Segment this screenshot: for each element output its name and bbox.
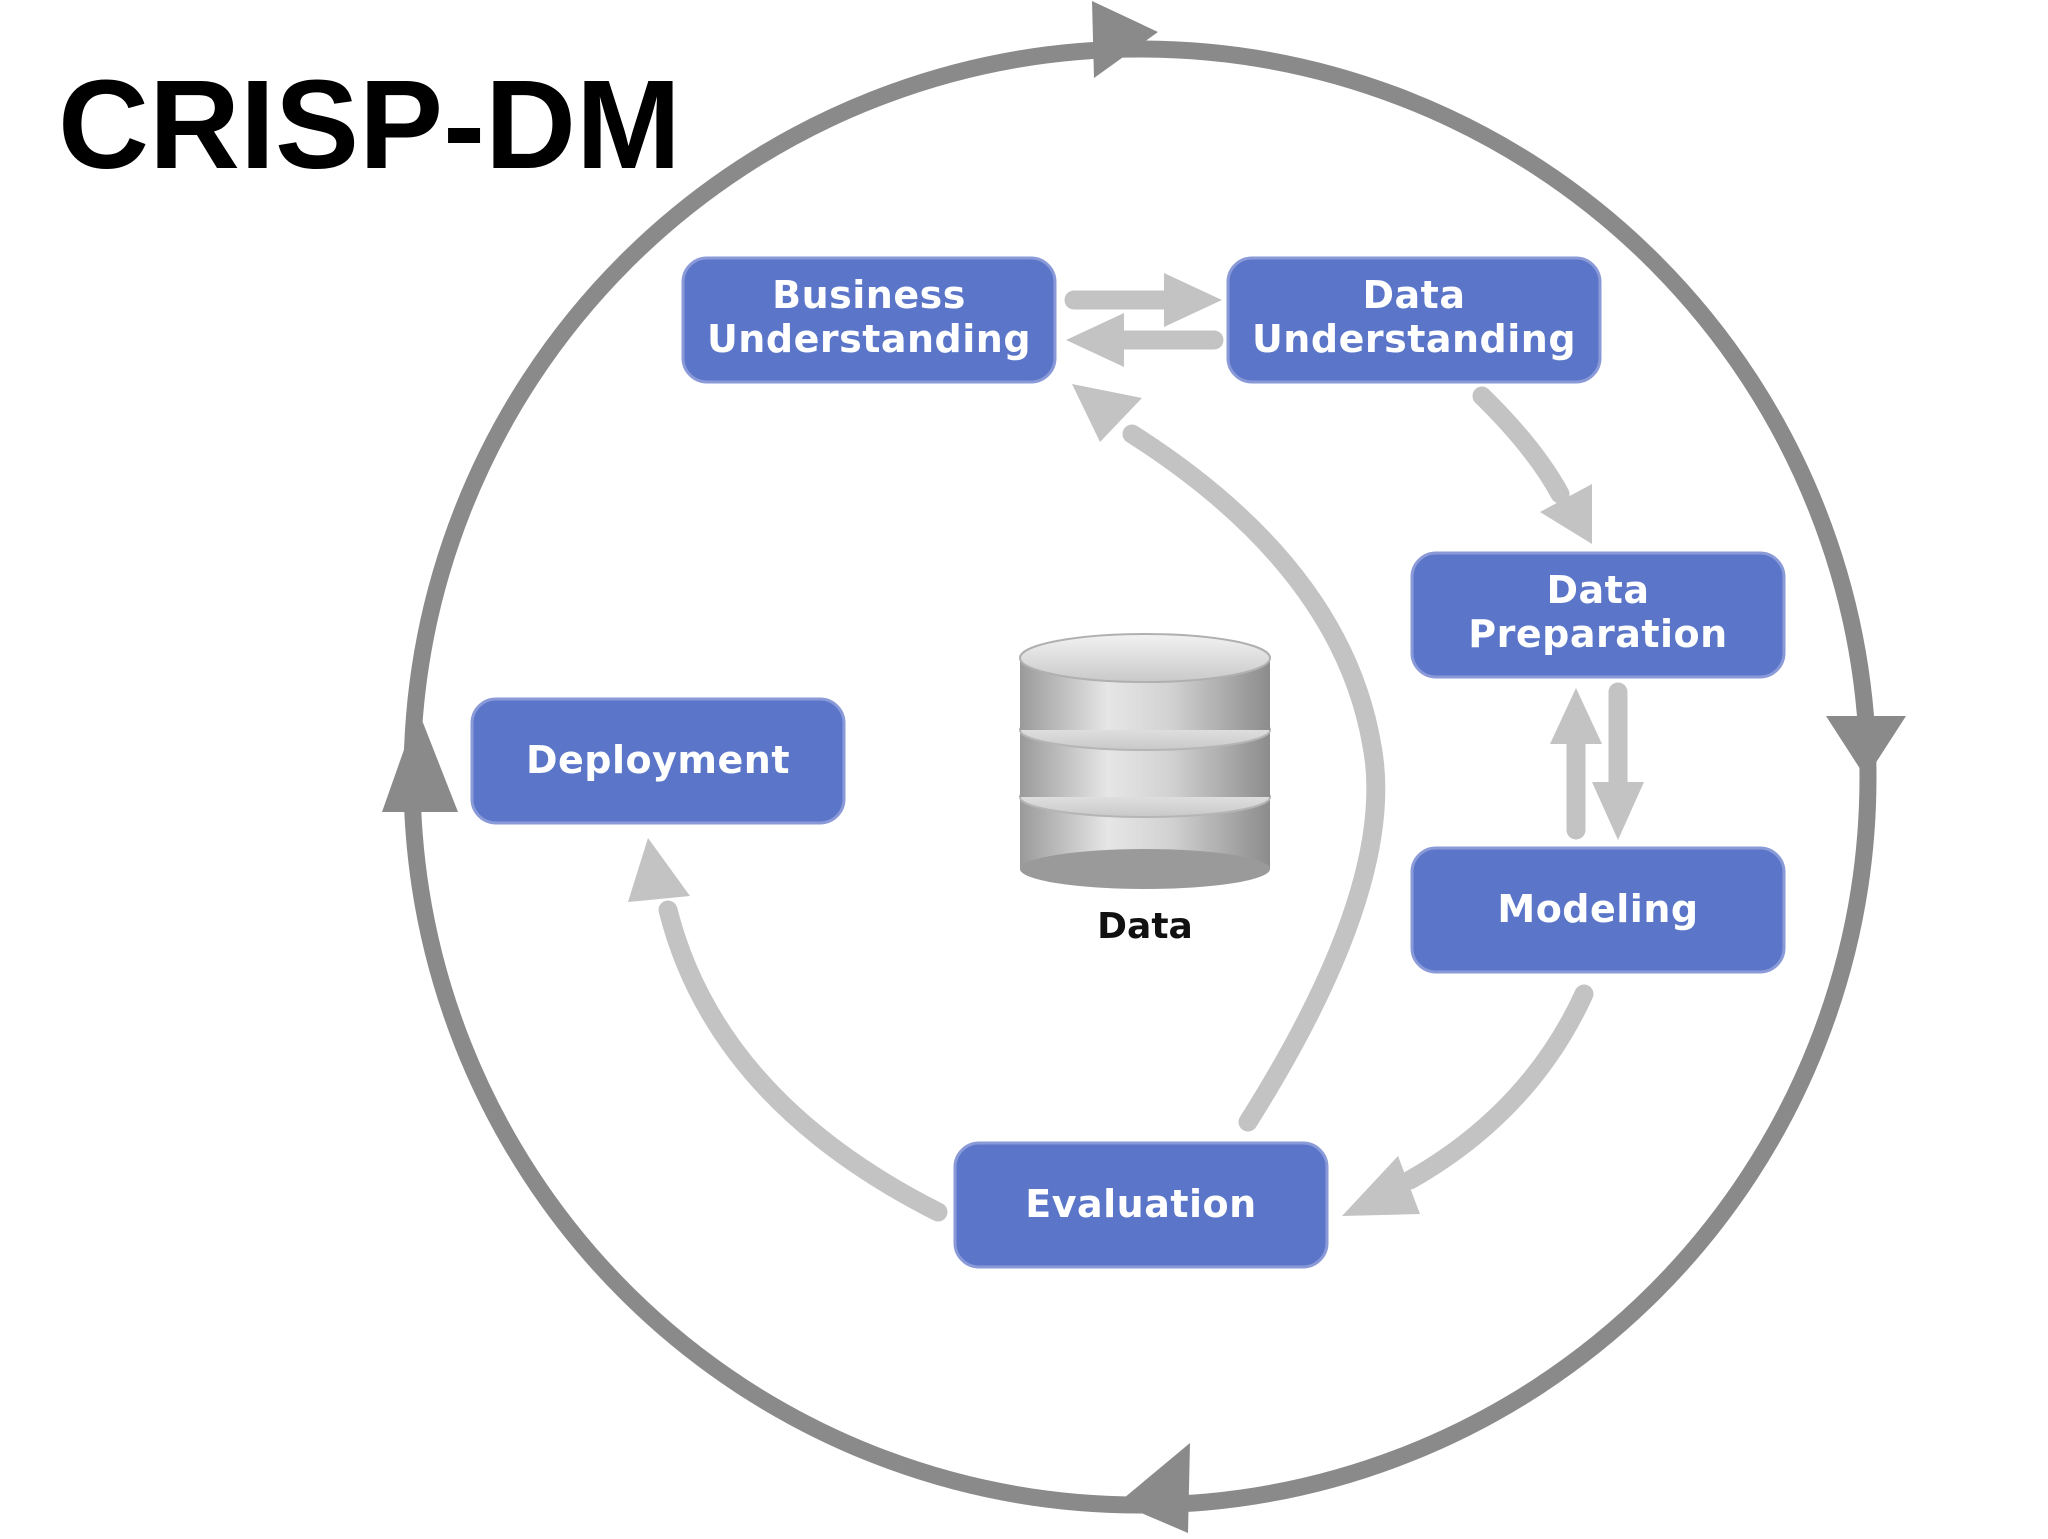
arrow-evaluation-to-business-head — [1072, 384, 1142, 442]
phase-box — [1226, 256, 1602, 384]
outer-cycle — [382, 1, 1906, 1533]
page-title: CRISP-DM — [58, 54, 681, 195]
arrow-business-to-data-head — [1164, 273, 1222, 327]
arrow-modeling-to-evaluation-shaft — [1400, 984, 1594, 1190]
phase-box — [470, 697, 846, 825]
phase-label-line1: Data — [1363, 273, 1466, 317]
phase-deployment[interactable]: Deployment — [470, 697, 846, 825]
phase-label-line1: Business — [772, 273, 966, 317]
phase-label: Deployment — [526, 738, 790, 782]
outer-arrow-left — [382, 710, 458, 812]
phase-label: Modeling — [1497, 887, 1698, 931]
arrow-evaluation-to-deployment-shaft — [658, 900, 948, 1222]
phase-evaluation[interactable]: Evaluation — [953, 1141, 1329, 1269]
inner-arrows — [628, 273, 1644, 1222]
phase-label-line2: Understanding — [1252, 317, 1576, 361]
phase-box — [1410, 551, 1786, 679]
arrow-dp-to-modeling-head — [1592, 782, 1644, 840]
data-label: Data — [1097, 906, 1193, 947]
phase-label-line2: Understanding — [707, 317, 1031, 361]
outer-arrow-top — [1092, 1, 1158, 78]
arrow-evaluation-to-business-shaft — [1122, 424, 1386, 1132]
arrow-du-to-dp-shaft — [1472, 386, 1570, 504]
arrow-du-to-dp-head — [1540, 484, 1592, 544]
outer-arrow-bottom — [1118, 1443, 1190, 1533]
phase-box — [1410, 846, 1786, 974]
phase-label-line1: Data — [1547, 568, 1650, 612]
phase-data-preparation[interactable]: Data Preparation — [1410, 551, 1786, 679]
phase-label: Evaluation — [1025, 1182, 1256, 1226]
phase-box — [953, 1141, 1329, 1269]
phase-label-line2: Preparation — [1468, 612, 1727, 656]
arrow-modeling-to-dp-head — [1550, 688, 1602, 744]
arrow-evaluation-to-deployment-head — [628, 838, 690, 902]
phase-modeling[interactable]: Modeling — [1410, 846, 1786, 974]
phase-box — [681, 256, 1057, 384]
arrow-modeling-to-evaluation-head — [1342, 1156, 1420, 1216]
database-base — [1020, 849, 1270, 889]
phase-business-understanding[interactable]: Business Understanding — [681, 256, 1057, 384]
database-top — [1019, 633, 1271, 683]
outer-arrow-right — [1826, 716, 1906, 778]
phase-data-understanding[interactable]: Data Understanding — [1226, 256, 1602, 384]
arrow-data-to-business-head — [1066, 313, 1124, 367]
database-icon — [1019, 633, 1271, 889]
